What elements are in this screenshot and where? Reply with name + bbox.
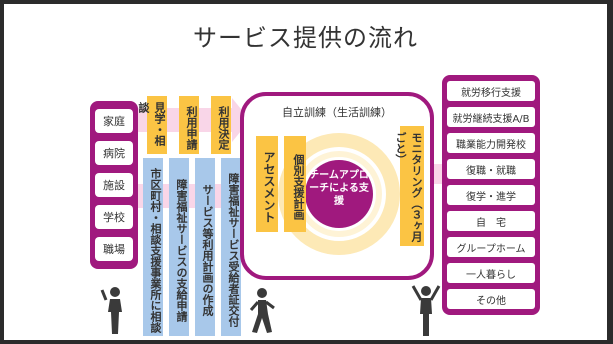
slide: サービス提供の流れ 家庭 病院 施設 学校 職場 見学・相談 利用申請 利用決定… xyxy=(4,4,607,340)
person-walking-icon xyxy=(249,288,275,333)
step-consultation: 見学・相談 xyxy=(137,96,167,154)
outcome-continuous-support: 就労継続支援A/B xyxy=(447,107,535,127)
slide-title: サービス提供の流れ xyxy=(193,24,418,52)
outcome-other: その他 xyxy=(447,289,535,309)
center-title: 自立訓練（生活訓練） xyxy=(282,106,392,119)
outcome-vocational-school: 職業能力開発校 xyxy=(447,133,535,153)
person-cheering-icon xyxy=(411,285,441,336)
source-item-workplace: 職場 xyxy=(95,237,133,261)
center-panel: 自立訓練（生活訓練） アセスメント 個別支援計画 チームアプローチによる支援 モ… xyxy=(240,92,434,280)
step-application: 利用申請 xyxy=(179,96,199,154)
center-team-approach: チームアプローチによる支援 xyxy=(309,170,369,207)
center-monitoring: モニタリング（３ヶ月ごと） xyxy=(394,126,424,246)
source-item-school: 学校 xyxy=(95,205,133,229)
outcome-return-school: 復学・進学 xyxy=(447,185,535,205)
source-item-hospital: 病院 xyxy=(95,141,133,165)
step-decision: 利用決定 xyxy=(211,96,231,154)
outcome-group-home: グループホーム xyxy=(447,237,535,257)
source-item-facility: 施設 xyxy=(95,173,133,197)
center-assessment: アセスメント xyxy=(256,136,278,232)
sources-panel: 家庭 病院 施設 学校 職場 xyxy=(90,101,138,269)
source-item-home: 家庭 xyxy=(95,109,133,133)
step-certificate-issue: 障害福祉サービス受給者証交付 xyxy=(221,158,241,336)
center-individual-plan: 個別支援計画 xyxy=(284,136,306,232)
step-benefit-application: 障害福祉サービスの支給申請 xyxy=(169,158,189,336)
step-municipal-consult: 市区町村・相談支援事業所に相談 xyxy=(143,158,163,336)
outcome-transition-support: 就労移行支援 xyxy=(447,81,535,101)
outcomes-panel: 就労移行支援 就労継続支援A/B 職業能力開発校 復職・就職 復学・進学 自 宅… xyxy=(442,75,540,315)
step-plan-creation: サービス等利用計画の作成 xyxy=(195,158,215,336)
outcome-living-alone: 一人暮らし xyxy=(447,263,535,283)
person-standing-icon xyxy=(100,287,122,334)
outcome-reemployment: 復職・就職 xyxy=(447,159,535,179)
outcome-home: 自 宅 xyxy=(447,211,535,231)
